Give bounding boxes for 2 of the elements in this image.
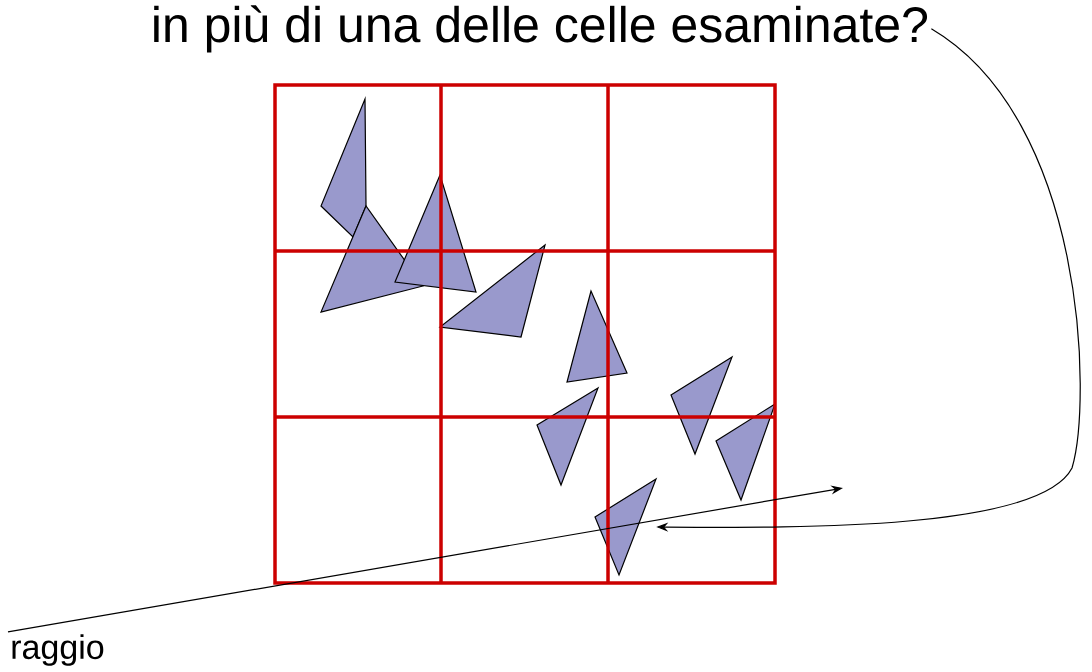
ray-label: raggio bbox=[12, 634, 104, 666]
question-text: in più di una delle celle esaminate? bbox=[154, 5, 928, 53]
